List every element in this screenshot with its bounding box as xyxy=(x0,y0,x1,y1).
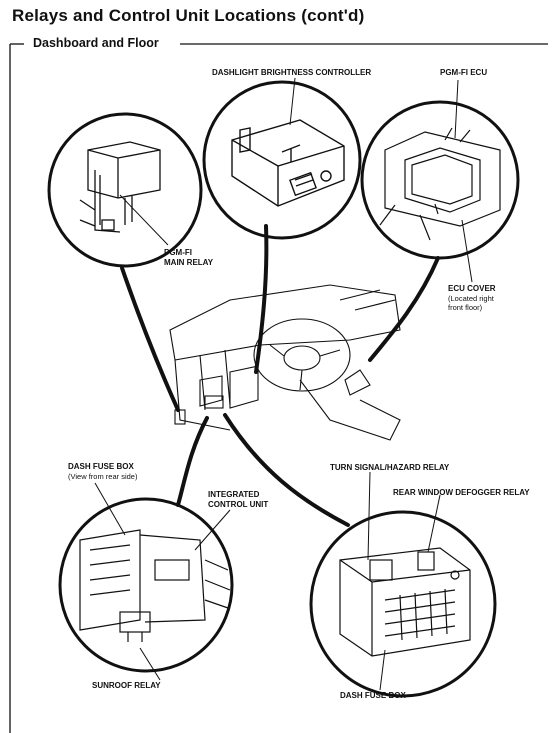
label-integrated-line2: CONTROL UNIT xyxy=(208,499,269,509)
label-pgmfi-ecu: PGM-FI ECU xyxy=(440,68,488,77)
integrated-drawing xyxy=(79,529,231,642)
main-relay-circle xyxy=(47,112,203,268)
section-frame xyxy=(9,43,548,733)
fuse-box-circle xyxy=(309,510,497,698)
ecu-drawing xyxy=(379,127,501,241)
label-ecu-cover-line1: ECU COVER xyxy=(448,284,496,293)
fuse-box-drawing xyxy=(339,547,471,657)
ecu-circle xyxy=(360,100,520,260)
label-dash-fuse-box-left: DASH FUSE BOX (View from rear side) xyxy=(68,462,137,481)
label-integrated-line1: INTEGRATED xyxy=(208,490,260,499)
label-ecu-cover: ECU COVER (Located right front floor) xyxy=(448,284,496,313)
pointer-lines xyxy=(94,77,473,691)
label-dashlight-controller: DASHLIGHT BRIGHTNESS CONTROLLER xyxy=(212,68,372,77)
section-heading: Dashboard and Floor xyxy=(30,36,162,50)
label-ecu-cover-note1: (Located right xyxy=(448,293,494,303)
integrated-circle xyxy=(58,497,234,673)
label-dash-fuse-box-left-line1: DASH FUSE BOX xyxy=(68,462,134,471)
label-pgmfi-line1: PGM-FI xyxy=(164,248,192,257)
label-dash-fuse-box-left-note: (View from rear side) xyxy=(68,471,138,481)
label-pgmfi-main-relay: PGM-FI MAIN RELAY xyxy=(164,248,213,267)
dashlight-circle xyxy=(202,80,362,240)
label-ecu-cover-note2: front floor) xyxy=(448,303,483,312)
label-integrated-control-unit: INTEGRATED CONTROL UNIT xyxy=(208,490,268,509)
label-rear-window-defogger-relay: REAR WINDOW DEFOGGER RELAY xyxy=(393,488,530,497)
label-sunroof-relay: SUNROOF RELAY xyxy=(92,681,161,690)
label-dash-fuse-box-bottom: DASH FUSE BOX xyxy=(340,691,406,700)
page-title: Relays and Control Unit Locations (cont'… xyxy=(12,6,365,25)
dashboard-drawing xyxy=(169,284,401,441)
main-relay-drawing xyxy=(79,141,161,233)
leader-lines xyxy=(120,224,440,527)
label-turn-signal-relay: TURN SIGNAL/HAZARD RELAY xyxy=(330,463,450,472)
dashlight-drawing xyxy=(231,119,345,207)
label-main-relay-line2: MAIN RELAY xyxy=(164,257,214,267)
